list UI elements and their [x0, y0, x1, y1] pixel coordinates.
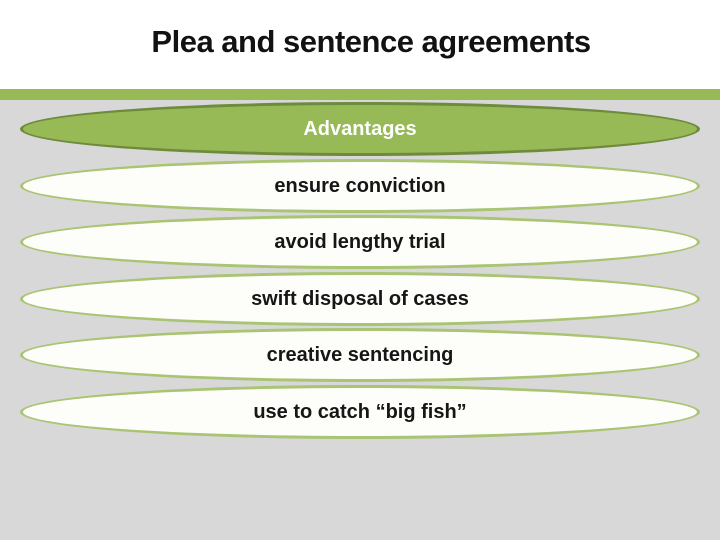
item-ellipse-avoid-lengthy-trial: avoid lengthy trial	[20, 215, 700, 269]
item-label: avoid lengthy trial	[274, 230, 446, 253]
item-ellipse-swift-disposal: swift disposal of cases	[20, 272, 700, 326]
item-label: use to catch “big fish”	[253, 400, 467, 423]
item-ellipse-ensure-conviction: ensure conviction	[20, 159, 700, 213]
item-label: creative sentencing	[266, 343, 454, 366]
slide-title: Plea and sentence agreements	[151, 24, 591, 59]
accent-bar	[0, 89, 720, 100]
item-label: ensure conviction	[274, 174, 446, 197]
item-ellipse-creative-sentencing: creative sentencing	[20, 328, 700, 382]
header-ellipse-advantages: Advantages	[20, 102, 700, 156]
item-label: swift disposal of cases	[251, 287, 469, 310]
header-ellipse-label: Advantages	[303, 117, 417, 140]
item-ellipse-catch-big-fish: use to catch “big fish”	[20, 385, 700, 439]
